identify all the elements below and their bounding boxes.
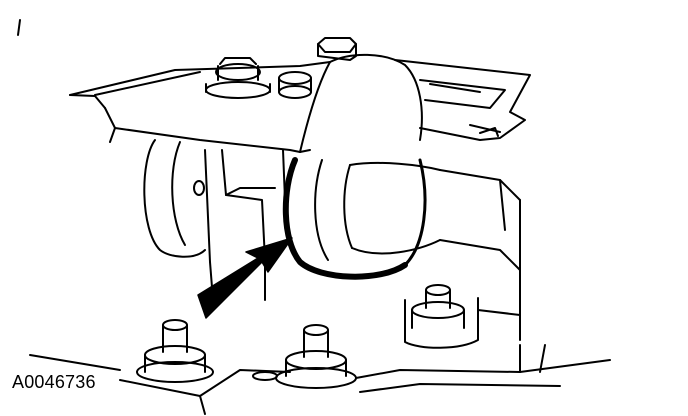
pulley-wheel bbox=[282, 53, 441, 280]
stud-lower-center bbox=[275, 324, 357, 389]
flange-bolt-left bbox=[205, 57, 271, 99]
figure-id-label: A0046736 bbox=[12, 372, 96, 392]
flange-bolt-right bbox=[278, 37, 357, 99]
bearing-housing-left bbox=[143, 139, 286, 301]
camshaft-body bbox=[439, 169, 521, 301]
stud-lower-left bbox=[136, 319, 214, 383]
stud-lower-right bbox=[404, 284, 521, 349]
cover-flange bbox=[17, 19, 531, 153]
pointer-arrow bbox=[197, 237, 293, 319]
lower-block bbox=[29, 344, 611, 415]
